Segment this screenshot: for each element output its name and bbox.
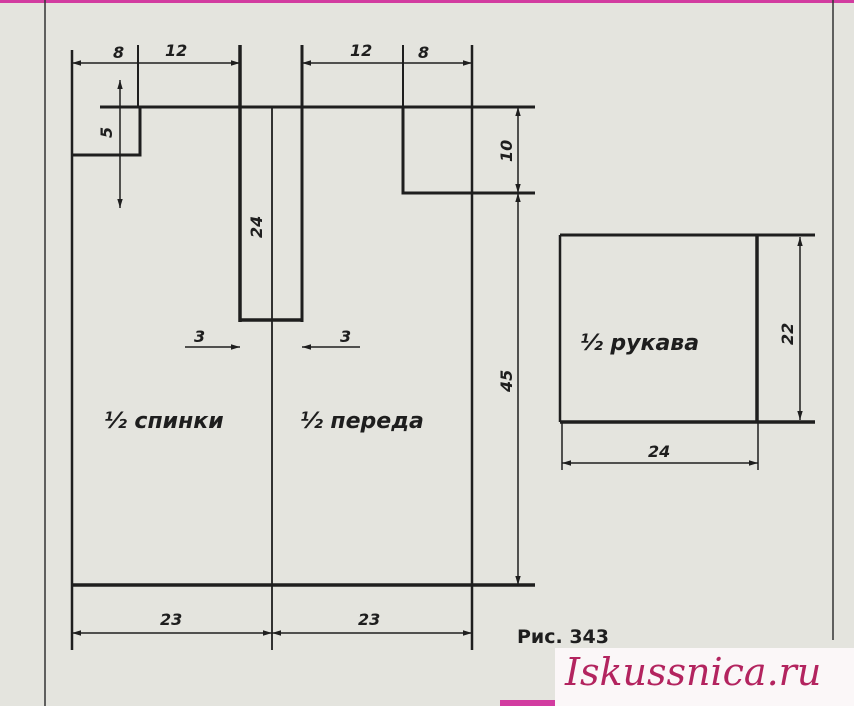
dim-back-neck-depth: 5 — [97, 127, 116, 138]
dimension-lines — [72, 60, 803, 636]
label-front: ½ переда — [300, 409, 424, 434]
dim-body-length: 45 — [497, 370, 516, 393]
dim-front-width: 23 — [358, 610, 380, 629]
pattern-outline — [70, 45, 535, 650]
dim-slit-length: 24 — [247, 216, 266, 238]
bottom-border — [500, 700, 560, 706]
dim-neck-right: 12 — [350, 41, 372, 60]
dim-back-width: 23 — [160, 610, 182, 629]
dim-shoulder-left: 8 — [113, 43, 124, 62]
dim-neck-left: 12 — [165, 41, 187, 60]
watermark: Iskussnica.ru — [555, 648, 854, 706]
dim-slit-left: 3 — [194, 327, 205, 346]
dim-front-neck-depth: 10 — [497, 140, 516, 162]
sleeve-outline — [558, 233, 815, 424]
dim-slit-right: 3 — [340, 327, 351, 346]
label-sleeve: ½ рукава — [580, 331, 699, 356]
figure-caption: Рис. 343 — [517, 626, 609, 648]
top-border — [0, 0, 854, 3]
page-margins — [44, 0, 834, 706]
dim-shoulder-right: 8 — [418, 43, 429, 62]
label-back: ½ спинки — [104, 409, 224, 434]
dim-sleeve-height: 22 — [778, 323, 797, 345]
watermark-text: Iskussnica.ru — [565, 650, 822, 694]
dim-sleeve-width: 24 — [648, 442, 670, 461]
